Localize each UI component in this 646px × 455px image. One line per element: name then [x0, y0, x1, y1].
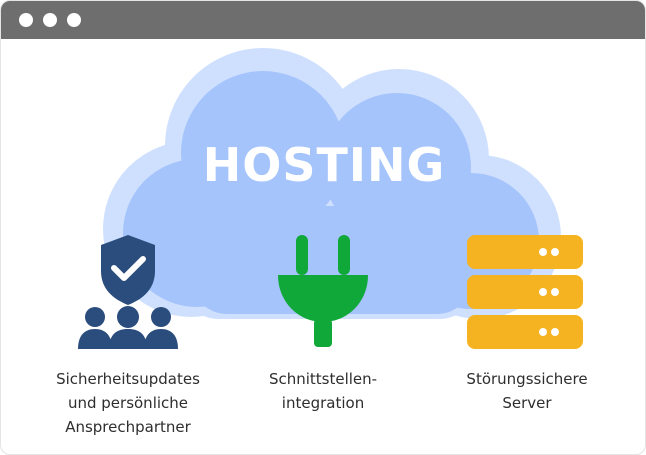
window-titlebar: [1, 1, 645, 39]
window-control-dot[interactable]: [67, 13, 81, 27]
server-icon: [467, 235, 583, 349]
window-control-dot[interactable]: [43, 13, 57, 27]
plug-icon: [278, 235, 368, 347]
hero-title: HOSTING: [202, 138, 446, 192]
shield-team-icon: [78, 235, 178, 349]
feature-label-line: Schnittstellen-: [268, 370, 378, 388]
feature-label-line: und persönliche: [67, 394, 189, 412]
feature-label-line: Server: [502, 394, 552, 412]
feature-label-server: Störungssichere Server: [435, 367, 619, 415]
feature-label-line: Sicherheitsupdates: [56, 370, 200, 388]
window-control-dot[interactable]: [19, 13, 33, 27]
feature-label-line: Störungssichere: [466, 370, 588, 388]
feature-label-line: Ansprechpartner: [65, 418, 191, 436]
feature-label-line: integration: [281, 394, 365, 412]
feature-label-integration: Schnittstellen- integration: [233, 367, 413, 415]
feature-label-security: Sicherheitsupdates und persönliche Anspr…: [33, 367, 223, 439]
